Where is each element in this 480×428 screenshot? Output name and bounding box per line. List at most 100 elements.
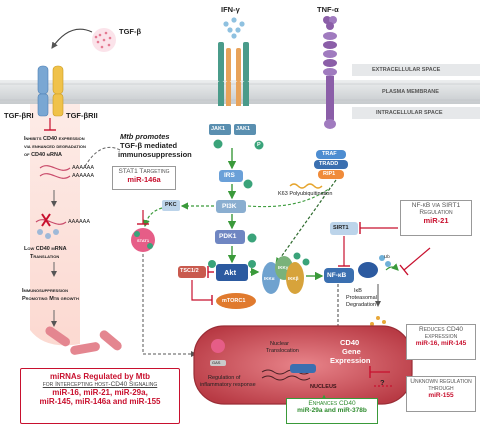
ikb-line1: IκB xyxy=(354,288,362,294)
nfkb-box-title2: Regulation xyxy=(419,209,453,216)
pkc-label: PKC xyxy=(165,202,177,208)
traf-node xyxy=(316,150,346,159)
tgfri-label: TGF-βRI xyxy=(4,111,34,120)
ifn-ligand-label: IFN-γ xyxy=(221,5,240,14)
stat1-box-mirna: miR-146a xyxy=(127,175,161,184)
mtb-note-line1: Mtb promotes xyxy=(120,132,170,141)
tgf-ligand-label: TGF-β xyxy=(119,27,142,36)
stat1-label: STAT1 xyxy=(137,238,150,243)
reduces-title1: Reduces CD40 xyxy=(419,326,463,333)
unknown-mirna: miR-155 xyxy=(428,392,454,399)
nfkb-label: NF-κB xyxy=(327,272,347,279)
regulation-line2: inflammatory response xyxy=(200,382,256,388)
tnf-ligand xyxy=(323,16,337,30)
pkc-node xyxy=(162,200,180,211)
enhances-title: Enhances CD40 xyxy=(308,400,356,407)
jak1-b xyxy=(234,124,256,135)
polya-2: AAAAAA xyxy=(72,173,95,179)
ikkg-label: IKKγ xyxy=(278,265,289,270)
intracellular-label: INTRACELLULAR SPACE xyxy=(376,110,443,116)
summary-title: miRNAs Regulated by Mtb xyxy=(49,372,150,381)
unknown-title1: Unknown regulation xyxy=(410,378,472,385)
tsc-label: TSC1/2 xyxy=(180,268,199,274)
membrane-label: PLASMA MEMBRANE xyxy=(382,89,439,95)
jak1-a xyxy=(209,124,231,135)
enhances-cd40-box: Enhances CD40 miR-29a and miR-378b xyxy=(286,398,378,424)
reduces-cd40-box: Reduces CD40 expression miR-16, miR-145 xyxy=(406,324,476,360)
akt-node xyxy=(216,264,248,281)
pi3k-label: PI3K xyxy=(222,203,237,210)
nfkb-node xyxy=(324,268,354,283)
summary-subtitle: for Intercepting host-CD40 Signaling xyxy=(42,381,158,388)
intracellular-band xyxy=(352,107,480,119)
tgf-receptors xyxy=(37,65,64,117)
sirt1-node xyxy=(330,222,358,235)
summary-line1: miR-16, miR-21, miR-29a, xyxy=(52,388,148,397)
rip1-label: RIP1 xyxy=(323,171,336,177)
mtorc1-label: mTORC1 xyxy=(222,298,246,304)
ikkb-label: IKKβ xyxy=(288,276,299,281)
ikk-complex xyxy=(262,252,310,294)
stat1-box-title: STAT1 Targeting xyxy=(118,168,170,175)
ifn-receptor xyxy=(218,42,249,106)
irs-label: IRS xyxy=(224,172,235,179)
polya-1: AAAAAA xyxy=(72,165,95,171)
extracellular-band xyxy=(352,64,480,76)
irs-node xyxy=(219,170,243,182)
traf-label: TRAF xyxy=(322,151,337,157)
summary-line2: miR-145, miR-146a and miR-155 xyxy=(39,397,161,406)
inhibits-line1: Inhibits CD40 expression xyxy=(24,136,85,142)
translocation-line1: Nuclear xyxy=(270,341,289,347)
enhances-mirna: miR-29a and miR-378b xyxy=(297,407,367,414)
unknown-regulation-box: Unknown regulation through miR-155 xyxy=(406,376,476,412)
sirt1-label: SIRT1 xyxy=(333,225,349,231)
mirna-summary-box: miRNAs Regulated by Mtb for Intercepting… xyxy=(20,368,180,424)
pdk1-label: PDK1 xyxy=(219,233,237,240)
mtb-note-line3: immunosuppression xyxy=(118,150,192,159)
cd40-gene-line3: Expression xyxy=(330,356,371,365)
jak-p-label: P xyxy=(257,142,261,148)
tnf-ligand-label: TNF-α xyxy=(317,5,339,14)
pi3k-node xyxy=(216,200,246,213)
tgfrii-label: TGF-βRII xyxy=(66,111,98,120)
cd40-gene-line1: CD40 xyxy=(340,338,360,347)
low-line1: Low CD40 mRNA xyxy=(24,246,67,252)
unknown-title2: through xyxy=(428,385,454,392)
ikb-node xyxy=(358,262,378,278)
tradd-label: TRADD xyxy=(319,161,339,167)
cd40-gene-line2: Gene xyxy=(342,347,361,356)
stat1-targeting-box: STAT1 Targeting miR-146a xyxy=(112,166,176,190)
pdk1-node xyxy=(215,230,245,244)
akt-label: Akt xyxy=(224,268,237,277)
nucleus-label: NUCLEUS xyxy=(310,384,337,390)
ikka-label: IKKα xyxy=(264,276,275,281)
tsc-node xyxy=(178,266,206,278)
k63-label: K63 Polyubiquitination xyxy=(278,191,333,197)
reduces-title2: expression xyxy=(424,333,458,340)
ikb-line2: Proteasomal xyxy=(346,295,377,301)
extracellular-label: EXTRACELLULAR SPACE xyxy=(372,67,441,73)
mtb-bacilli xyxy=(45,326,122,355)
nucleus-question: ? xyxy=(380,378,385,387)
ub-label: Ub xyxy=(384,254,390,259)
immuno-line2: Promoting Mtb growth xyxy=(22,296,79,302)
ifn-ligand xyxy=(223,17,245,39)
tradd-node xyxy=(314,160,348,169)
reduces-mirna: miR-16, miR-145 xyxy=(415,340,467,347)
translocation-line2: Translocation xyxy=(266,348,299,354)
mtb-note-line2: TGF-β mediated xyxy=(120,141,178,150)
immuno-line1: Immunosuppression xyxy=(22,288,68,294)
nfkb-box-mirna: miR-21 xyxy=(423,216,449,225)
nfkb-sirt1-box: NF-κB via SIRT1 Regulation miR-21 xyxy=(400,200,472,236)
tnf-receptor xyxy=(323,32,337,129)
polya-3: AAAAAA xyxy=(68,219,91,225)
nfkb-box-title1: NF-κB via SIRT1 xyxy=(411,202,461,209)
jak1-b-label: JAK1 xyxy=(236,126,251,132)
inhibits-line3: of CD40 mRNA xyxy=(24,152,62,158)
tgf-panel xyxy=(30,104,80,346)
rip1-node xyxy=(318,170,344,179)
gas-label: GAS xyxy=(212,360,221,365)
low-line2: Translation xyxy=(30,254,60,260)
regulation-line1: Regulation of xyxy=(208,375,241,381)
